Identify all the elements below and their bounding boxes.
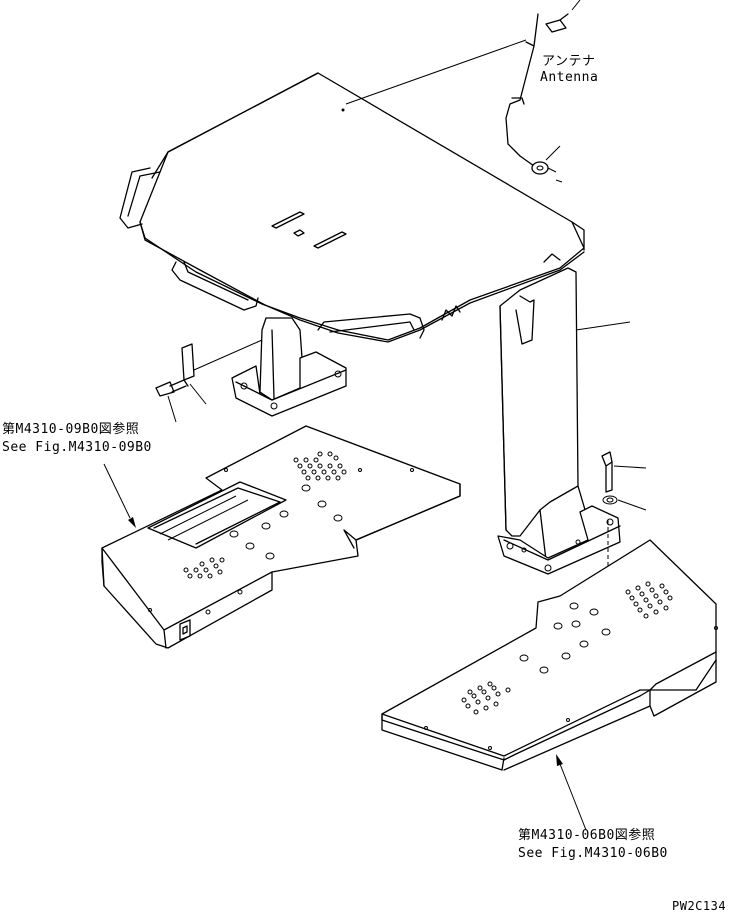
reference-left-en: See Fig.M4310-09B0 bbox=[2, 440, 152, 455]
floor-plate-left bbox=[101, 425, 461, 649]
handle-left-middle bbox=[171, 261, 259, 311]
right-pillar bbox=[497, 267, 631, 575]
leader-arrow-right bbox=[556, 754, 587, 831]
roof-canopy bbox=[139, 72, 585, 343]
bolt-left bbox=[155, 339, 263, 423]
reference-right-jp: 第M4310-06B0図参照 bbox=[518, 828, 656, 843]
reference-left-jp: 第M4310-09B0図参照 bbox=[2, 422, 140, 437]
left-pillar bbox=[231, 317, 347, 417]
antenna-label-jp: アンテナ bbox=[542, 54, 596, 69]
handle-upper-left bbox=[119, 167, 161, 229]
drawing-code: PW2C134 bbox=[672, 899, 727, 913]
clip-front bbox=[441, 253, 561, 321]
handle-front bbox=[317, 313, 425, 339]
antenna-label-en: Antenna bbox=[540, 70, 599, 85]
reference-right-en: See Fig.M4310-06B0 bbox=[518, 846, 668, 861]
antenna bbox=[345, 0, 581, 183]
leader-arrow-left bbox=[103, 463, 136, 528]
floor-plate-right bbox=[381, 539, 718, 771]
